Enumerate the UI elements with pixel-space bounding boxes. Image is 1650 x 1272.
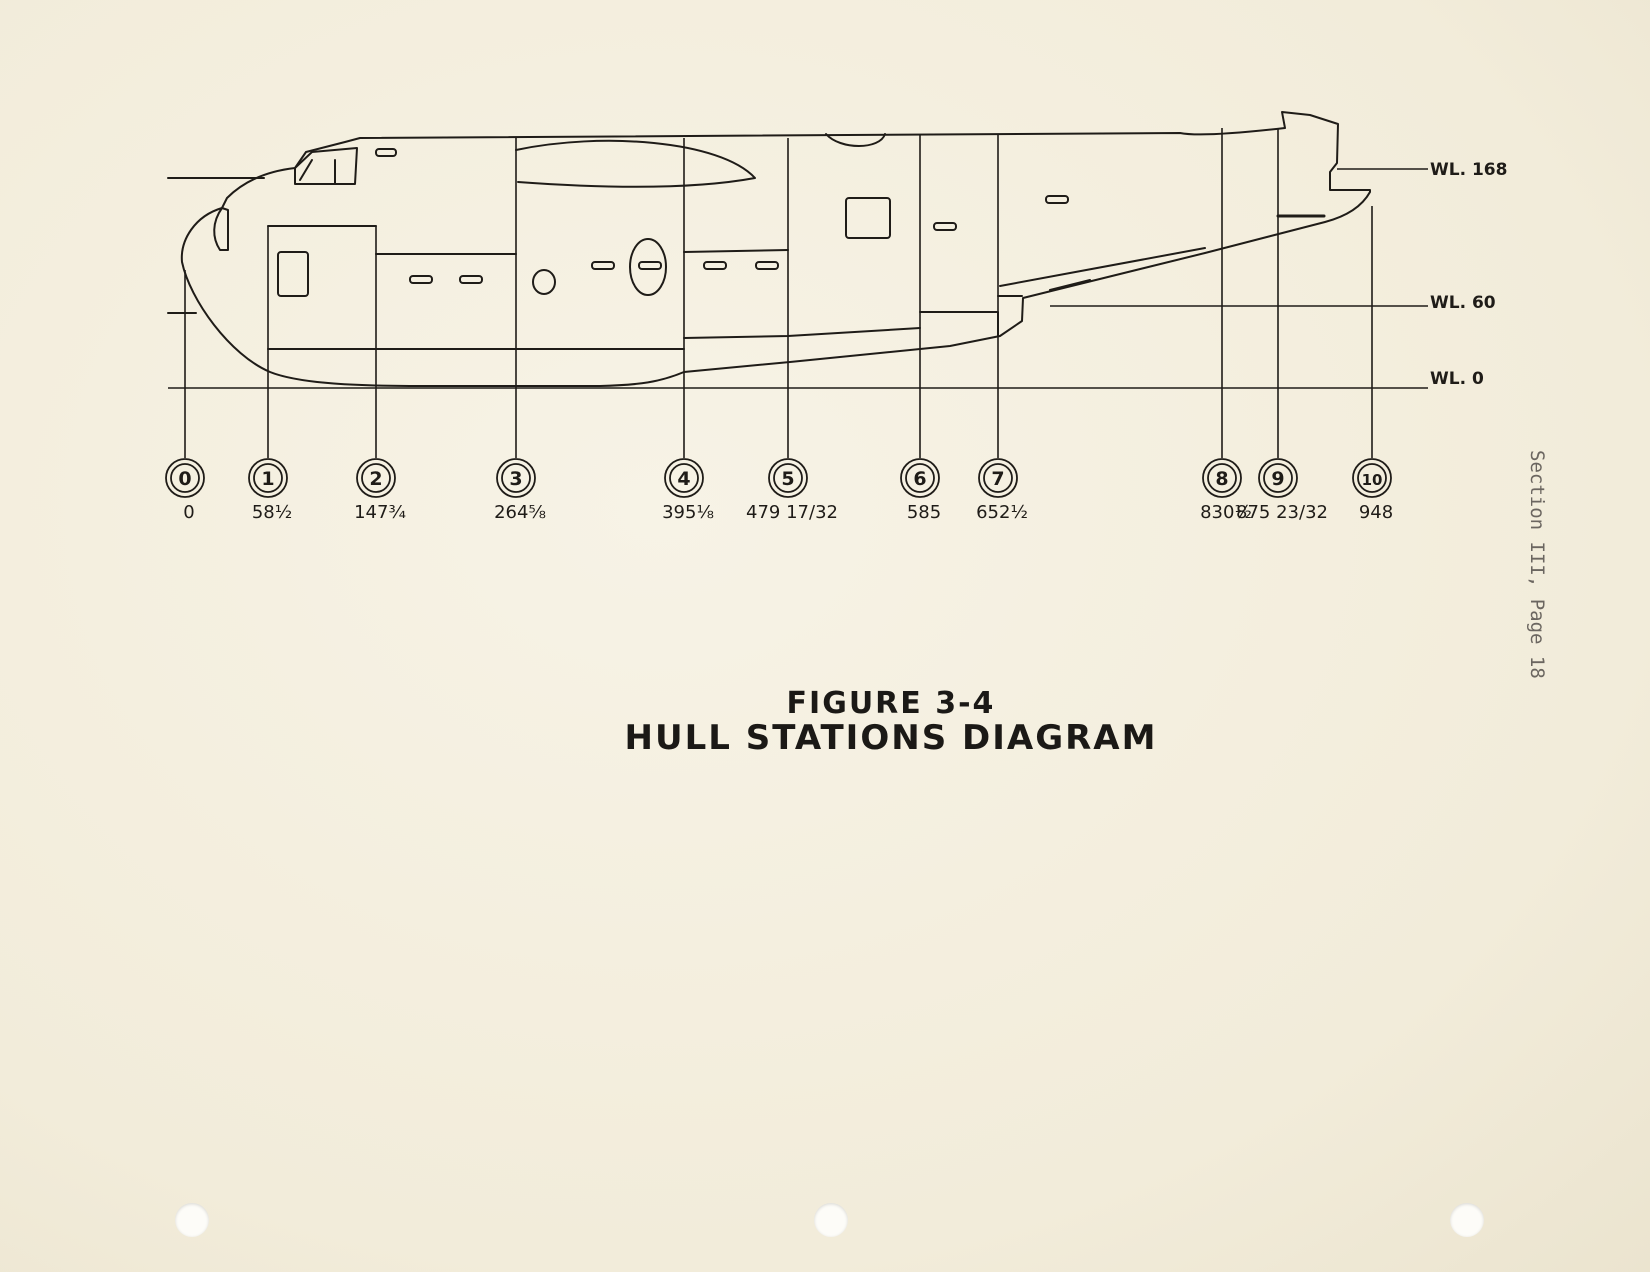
station-value: 147¾ xyxy=(354,502,406,523)
station-bubble xyxy=(773,463,803,493)
station-bubble xyxy=(165,458,205,498)
station-number: 1 xyxy=(261,468,274,490)
station-value: 830½ xyxy=(1200,502,1252,523)
station-bubble xyxy=(900,458,940,498)
station-bubble xyxy=(361,463,391,493)
nose-window xyxy=(213,207,229,251)
station-bubble xyxy=(1207,463,1237,493)
station-value: 585 xyxy=(907,502,941,523)
station-number: 3 xyxy=(509,468,522,490)
station-number: 2 xyxy=(369,468,382,490)
binder-hole xyxy=(175,1203,209,1237)
station-bubble xyxy=(1202,458,1242,498)
lower-deck-line xyxy=(267,327,921,350)
station-bubble xyxy=(669,463,699,493)
station-number: 9 xyxy=(1271,468,1284,490)
station-value: 479 17/32 xyxy=(746,502,838,523)
step-line xyxy=(919,247,1206,337)
porthole xyxy=(532,269,556,295)
window xyxy=(845,197,891,239)
station-bubble xyxy=(983,463,1013,493)
station-bubble xyxy=(768,458,808,498)
station-number: 5 xyxy=(781,468,794,490)
station-number: 6 xyxy=(913,468,926,490)
dorsal-dome xyxy=(825,133,886,147)
station-bubble xyxy=(501,463,531,493)
station-value: 948 xyxy=(1359,502,1393,523)
station-bubble xyxy=(170,463,200,493)
station-value: 652½ xyxy=(976,502,1028,523)
binder-hole xyxy=(1450,1203,1484,1237)
waterline-label: WL. 0 xyxy=(1430,369,1484,389)
station-bubble xyxy=(253,463,283,493)
hull-outline xyxy=(180,111,1371,387)
station-bubble xyxy=(1357,463,1387,493)
station-number: 0 xyxy=(178,468,191,490)
station-bubble xyxy=(356,458,396,498)
station-number: 10 xyxy=(1362,471,1383,489)
station-value: 58½ xyxy=(252,502,292,523)
station-number: 8 xyxy=(1215,468,1228,490)
figure-title: HULL STATIONS DIAGRAM xyxy=(624,718,1158,758)
station-bubble xyxy=(905,463,935,493)
cockpit-windows xyxy=(294,147,358,185)
station-bubble xyxy=(978,458,1018,498)
station-bubble xyxy=(248,458,288,498)
window xyxy=(277,251,309,297)
cockpit-hatch xyxy=(375,148,397,157)
station-bubble xyxy=(1352,458,1392,498)
station-value: 395⅛ xyxy=(662,502,714,523)
waterline-label: WL. 168 xyxy=(1430,160,1507,180)
station-bubble xyxy=(1263,463,1293,493)
cabin-deck-line xyxy=(375,249,789,255)
hatch-oval xyxy=(629,238,667,296)
station-number: 4 xyxy=(677,468,690,490)
station-value: 0 xyxy=(183,502,194,523)
figure-number: FIGURE 3-4 xyxy=(786,686,996,721)
station-value: 264⅝ xyxy=(494,502,546,523)
station-bubble xyxy=(1258,458,1298,498)
wing-fairing xyxy=(515,139,756,188)
waterline-label: WL. 60 xyxy=(1430,293,1496,313)
station-bubble xyxy=(664,458,704,498)
station-value: 875 23/32 xyxy=(1236,502,1328,523)
station-number: 7 xyxy=(991,468,1004,490)
binder-hole xyxy=(814,1203,848,1237)
section-page-label: Section III, Page 18 xyxy=(1526,450,1548,679)
station-bubble xyxy=(496,458,536,498)
